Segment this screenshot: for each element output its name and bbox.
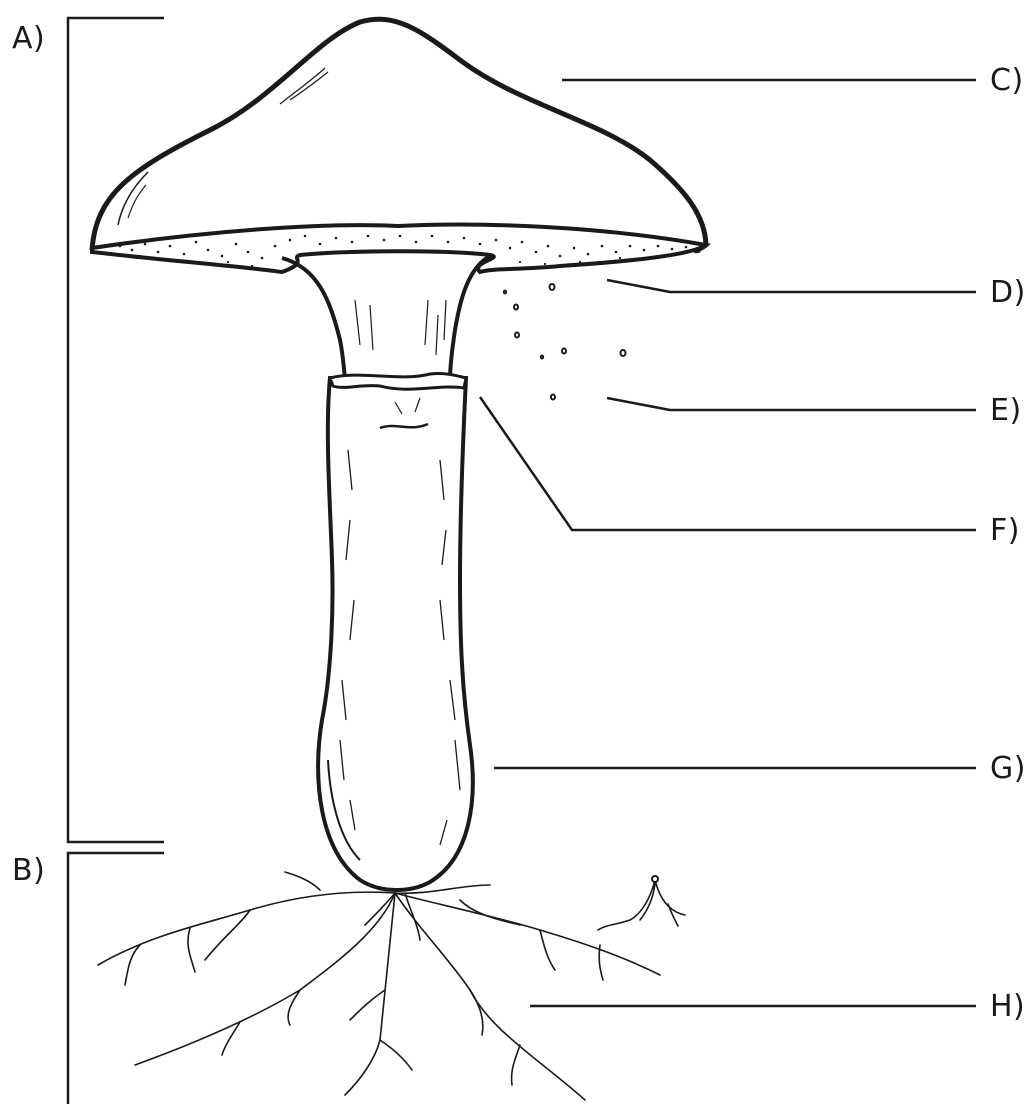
label-a: A) — [12, 24, 45, 54]
stem — [318, 373, 473, 890]
label-f: F) — [990, 516, 1020, 546]
ring — [330, 373, 466, 389]
label-e: E) — [990, 396, 1022, 426]
small-mushroom-bud — [652, 876, 658, 882]
label-d: D) — [990, 278, 1026, 308]
bracket-a — [68, 18, 164, 842]
label-g: G) — [990, 754, 1026, 784]
leader-line-d — [607, 280, 976, 292]
spores — [504, 284, 626, 400]
cap — [92, 19, 706, 251]
bracket-b — [68, 853, 164, 1104]
leader-line-e — [607, 398, 976, 410]
label-b: B) — [12, 856, 45, 886]
mycelium — [98, 872, 685, 1100]
label-h: H) — [990, 992, 1025, 1022]
label-c: C) — [990, 66, 1024, 96]
leader-line-f — [480, 397, 976, 530]
upper-stem — [282, 256, 490, 380]
